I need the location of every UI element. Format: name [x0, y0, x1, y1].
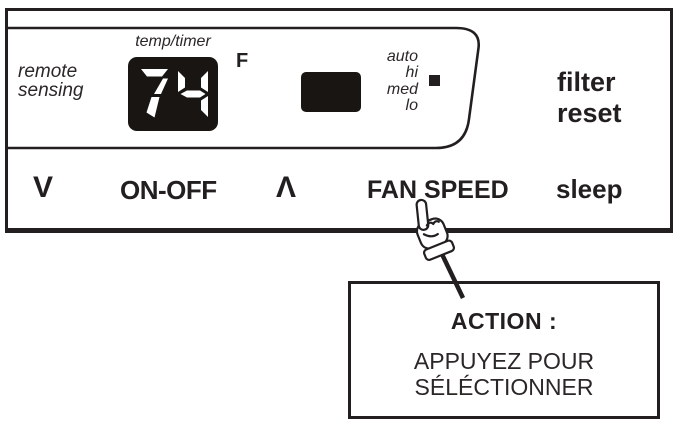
fan-mode-list: auto hi med lo	[336, 48, 418, 115]
callout-title: ACTION :	[450, 308, 558, 334]
callout-line1: APPUYEZ POUR	[413, 348, 595, 374]
temperature-display	[128, 57, 218, 131]
filter-reset-line1: filter	[557, 67, 616, 97]
fan-mode-lo: lo	[405, 97, 418, 115]
temp-up-button[interactable]: Λ	[276, 171, 297, 204]
filter-reset-line2: reset	[557, 98, 622, 128]
remote-sensing-line2: sensing	[18, 80, 84, 101]
temp-timer-label: temp/timer	[135, 33, 211, 50]
hand-cuff	[422, 239, 456, 262]
remote-sensing-label: remote sensing	[18, 62, 114, 100]
fan-mode-indicator-square	[429, 75, 440, 86]
action-callout-box: ACTION : APPUYEZ POUR SÉLÉCTIONNER	[348, 281, 660, 419]
callout-body: APPUYEZ POUR SÉLÉCTIONNER	[351, 348, 657, 400]
on-off-button[interactable]: ON-OFF	[120, 175, 217, 205]
temp-down-button[interactable]: V	[33, 171, 54, 204]
fahrenheit-label: F	[236, 50, 249, 72]
filter-reset-button[interactable]: filter reset	[557, 67, 622, 129]
fan-mode-auto: auto	[386, 48, 418, 65]
temp-display-digits	[141, 69, 208, 118]
fan-mode-hi: hi	[405, 64, 418, 82]
remote-sensing-line1: remote	[18, 61, 78, 82]
fan-speed-button[interactable]: FAN SPEED	[367, 176, 509, 204]
callout-line2: SÉLÉCTIONNER	[414, 374, 594, 400]
fan-mode-med: med	[386, 80, 418, 98]
sleep-button[interactable]: sleep	[556, 174, 623, 204]
